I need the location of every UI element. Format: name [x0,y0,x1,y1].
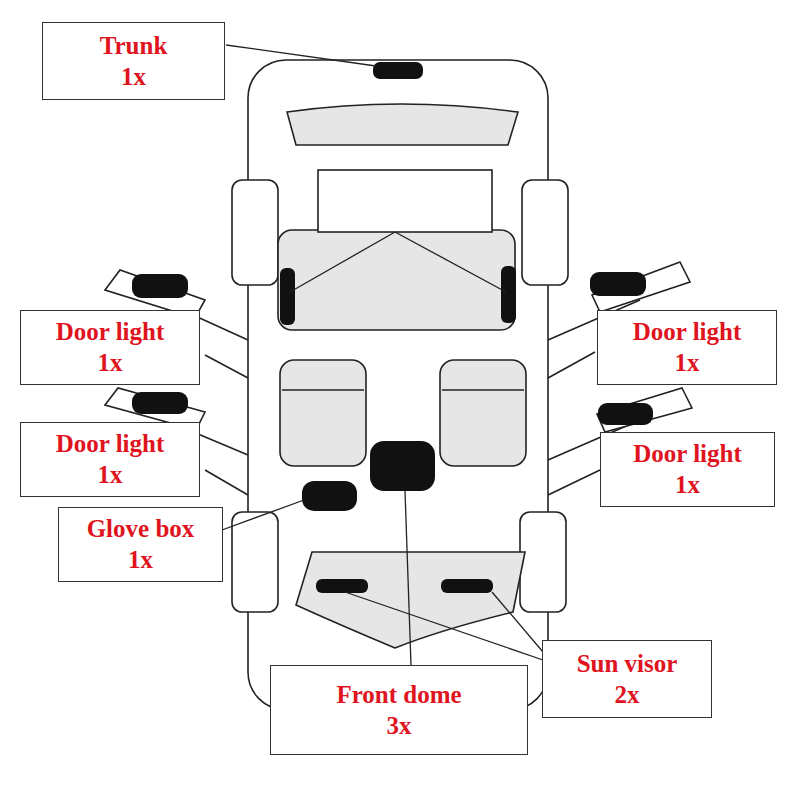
rear-seat [278,230,515,330]
wheel [522,180,568,285]
leader-line [492,592,543,652]
lamp [373,62,423,79]
quantity: 2x [615,679,640,710]
lamp [370,441,435,491]
callout-box: Glove box1x [58,507,223,582]
seat-seam [442,389,524,391]
lamp [302,481,357,511]
leader-line [405,491,411,665]
rear-window [287,104,518,145]
callout-box: Door light1x [20,422,200,497]
part-name: Door light [56,428,165,459]
quantity: 1x [675,469,700,500]
lamp [316,579,368,593]
car-body [248,60,548,710]
lamp [132,274,188,298]
callout-box: Sun visor2x [542,640,712,718]
wheel [232,512,278,612]
part-name: Door light [56,316,165,347]
part-name: Door light [633,438,742,469]
door-panel [597,388,692,432]
lamp [501,266,516,323]
part-name: Door light [633,316,742,347]
leader-line [395,232,506,292]
quantity: 3x [387,710,412,741]
wheel [520,512,566,612]
quantity: 1x [98,347,123,378]
lamp [590,272,646,296]
callout-box: Door light1x [597,310,777,385]
quantity: 1x [98,459,123,490]
leader-line [226,45,376,66]
leader-line [345,592,543,660]
callout-box: Door light1x [20,310,200,385]
front-seat [280,360,366,466]
part-name: Trunk [100,30,168,61]
wheel [232,180,278,285]
quantity: 1x [128,544,153,575]
part-name: Sun visor [577,648,678,679]
lamp [441,579,493,593]
part-name: Front dome [336,679,461,710]
callout-box: Front dome3x [270,665,528,755]
lamp [132,392,188,414]
front-seat [440,360,526,466]
callout-box: Door light1x [600,432,775,507]
quantity: 1x [121,61,146,92]
part-name: Glove box [87,513,195,544]
rear-shelf [318,170,492,232]
lamp [280,268,295,325]
leader-line [290,232,395,292]
lamp [598,403,653,425]
quantity: 1x [675,347,700,378]
callout-box: Trunk1x [42,22,225,100]
seat-seam [282,389,364,391]
leader-line [222,500,304,530]
